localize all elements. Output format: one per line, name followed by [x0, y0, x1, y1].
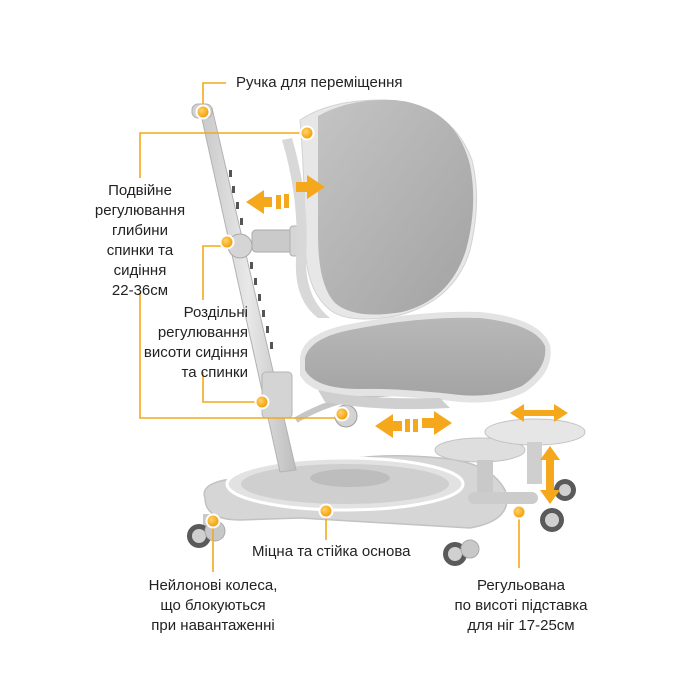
wheel-front — [443, 539, 480, 566]
wheel-right — [554, 479, 576, 501]
label-height-line-4: та спинки — [181, 364, 248, 381]
chair-base — [203, 455, 508, 529]
seat-lock-marker-icon — [254, 394, 270, 410]
callout-line-height-bottom — [202, 372, 262, 403]
arrow-double-horizontal-icon — [246, 175, 325, 214]
label-depth-line-4: спинки та — [106, 242, 174, 259]
base-marker-icon — [318, 503, 334, 519]
label-base: Міцна та стійка основа — [252, 542, 411, 562]
label-base-line-1: Міцна та стійка основа — [252, 543, 411, 560]
handle-marker-icon — [195, 104, 211, 120]
label-footrest: Регульована по висоті підставка для ніг … — [448, 576, 594, 636]
label-footrest-line-2: по висоті підставка — [454, 597, 588, 614]
label-depth-line-1: Подвійне — [108, 182, 172, 199]
height-marker-icon — [219, 234, 235, 250]
label-handle: Ручка для переміщення — [236, 73, 403, 93]
label-depth-adjustment: Подвійне регулювання глибини спинки та с… — [88, 181, 192, 301]
callout-lines — [139, 82, 520, 572]
arrow-double-horizontal-icon — [375, 411, 452, 438]
label-height-line-1: Роздільні — [183, 304, 248, 321]
label-height-line-2: регулювання — [157, 324, 248, 341]
arrow-double-vertical-icon — [540, 446, 560, 504]
label-wheels: Нейлонові колеса, що блокуються при нава… — [138, 576, 288, 636]
label-wheels-line-3: при навантаженні — [151, 617, 275, 634]
label-footrest-line-3: для ніг 17-25см — [467, 617, 575, 634]
marker-dots — [195, 104, 527, 529]
callout-line-handle — [202, 82, 226, 112]
chair-pole — [191, 103, 396, 473]
label-footrest-line-1: Регульована — [476, 577, 565, 594]
callout-line-depth — [139, 132, 307, 178]
label-depth-line-5: сидіння — [113, 262, 167, 279]
label-wheels-line-1: Нейлонові колеса, — [148, 577, 278, 594]
label-depth-line-3: глибини — [112, 222, 168, 239]
seat-depth-marker-icon — [334, 406, 350, 422]
label-wheels-line-2: що блокуються — [160, 597, 266, 614]
label-depth-line-2: регулювання — [94, 202, 186, 219]
label-depth-line-6: 22-36см — [111, 282, 169, 299]
wheel-right-front — [540, 508, 564, 532]
callout-line-depth-bottom — [139, 293, 342, 419]
label-handle-line-1: Ручка для переміщення — [236, 74, 403, 91]
backrest-marker-icon — [299, 125, 315, 141]
label-height-adjustment: Роздільні регулювання висоти сидіння та … — [120, 303, 248, 383]
chair-backrest — [282, 99, 477, 320]
label-height-line-3: висоти сидіння — [143, 344, 248, 361]
footrest-marker-icon — [511, 504, 527, 520]
footrest — [434, 418, 586, 504]
callout-line-height — [202, 245, 226, 300]
wheel-marker-icon — [205, 513, 221, 529]
chair-seat — [300, 311, 551, 410]
arrow-double-horizontal-icon — [510, 404, 568, 422]
